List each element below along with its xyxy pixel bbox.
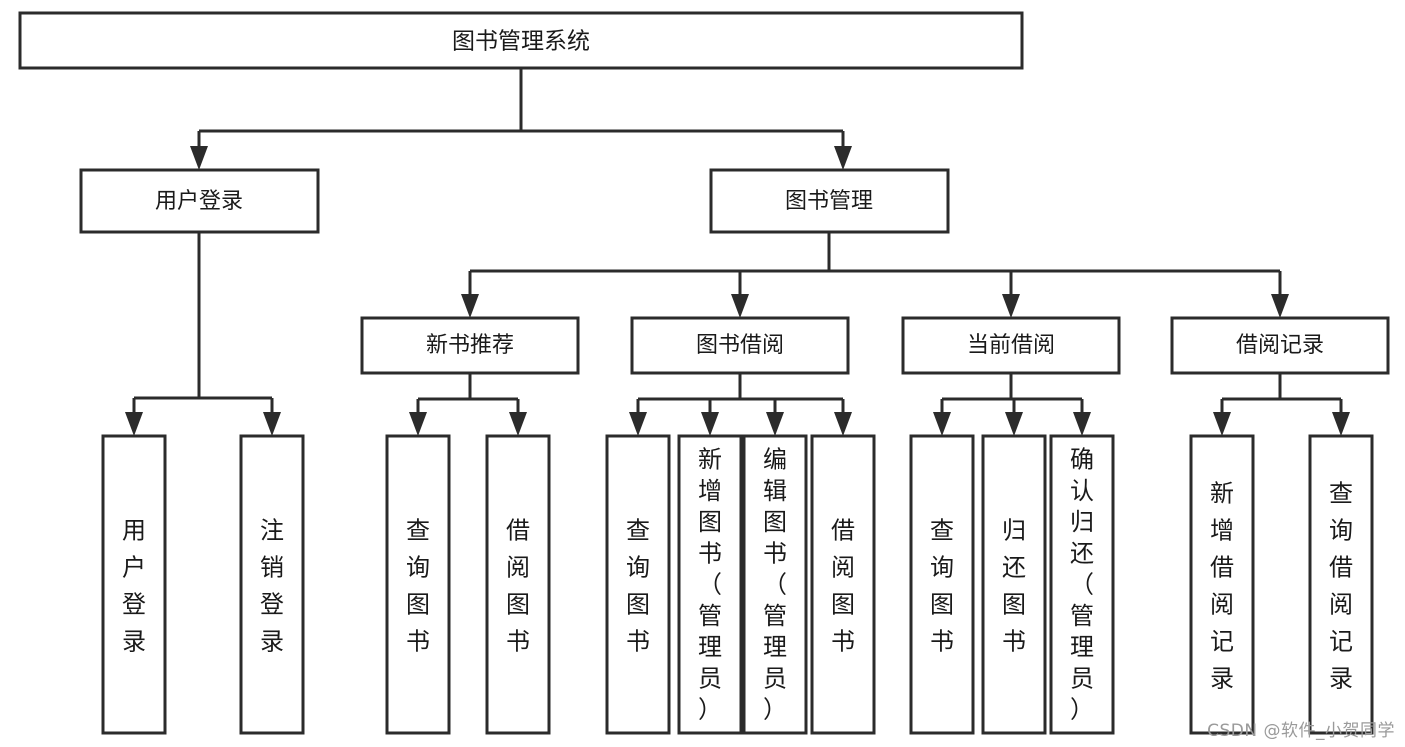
node-book-management-label: 图书管理 [785,189,873,214]
leaf-node[interactable] [239,434,305,735]
leaf-label: 查询图书 [626,517,650,656]
node-borrow-records-box[interactable] [1170,316,1390,375]
node-root[interactable]: 图书管理系统 [18,11,1024,70]
leaf-node[interactable] [1049,434,1115,735]
leaf-box[interactable] [981,434,1047,735]
leaf-node[interactable] [810,434,876,735]
csdn-watermark: CSDN @软件_小贺同学 [1207,721,1395,741]
node-new-book-recommend[interactable]: 新书推荐 [360,316,580,375]
leaf-label: 确认归还（管理员） [1070,446,1094,724]
arrowhead-icon [1213,412,1231,436]
leaf-label: 用户登录 [122,517,146,656]
leaf-node[interactable] [1189,434,1255,735]
arrowhead-icon [125,412,143,436]
leaf-node[interactable] [1308,434,1374,735]
node-book-borrow-box[interactable] [630,316,850,375]
arrowhead-icon [834,412,852,436]
arrowhead-icon [766,412,784,436]
arrowhead-icon [509,412,527,436]
leaf-node[interactable] [909,434,975,735]
leaf-box[interactable] [485,434,551,735]
leaf-labels-layer: 用户登录 注销登录 查询图书 借阅图书 查询图书 新增图书（管理员） 编辑图书（管理员） 借阅… [122,446,1353,724]
leaf-box[interactable] [605,434,671,735]
leaf-node[interactable] [385,434,451,735]
arrowhead-icon [461,294,479,318]
leaf-label: 归还图书 [1002,517,1026,656]
arrowhead-icon [1332,412,1350,436]
leaf-node[interactable] [677,434,743,735]
leaf-box[interactable] [385,434,451,735]
leaf-label: 借阅图书 [831,517,855,656]
arrowhead-icon [1073,412,1091,436]
leaf-node[interactable] [742,434,808,735]
arrowhead-icon [731,294,749,318]
arrowhead-icon [1005,412,1023,436]
arrowhead-icon [263,412,281,436]
leaf-label: 查询借阅记录 [1329,480,1353,693]
node-current-borrow-label: 当前借阅 [967,333,1055,358]
edge-records-to-leaves [1213,373,1350,436]
node-user-login-box[interactable] [79,168,320,234]
edge-current-to-leaves [933,373,1091,436]
node-book-management-box[interactable] [709,168,950,234]
node-root-box[interactable] [18,11,1024,70]
edge-userlogin-to-leaves [125,232,281,436]
arrowhead-icon [834,146,852,170]
leaf-node[interactable] [605,434,671,735]
leaf-box[interactable] [909,434,975,735]
leaf-box[interactable] [677,434,743,735]
node-new-book-recommend-label: 新书推荐 [426,333,514,358]
leaf-label: 借阅图书 [506,517,530,656]
leaf-box[interactable] [810,434,876,735]
arrowhead-icon [190,146,208,170]
leaf-node[interactable] [101,434,167,735]
edge-borrow-to-leaves [629,373,852,436]
leaf-box[interactable] [1189,434,1255,735]
leaf-label: 注销登录 [260,517,284,656]
leaf-node[interactable] [485,434,551,735]
leaf-label: 查询图书 [406,517,430,656]
node-user-login-label: 用户登录 [155,189,243,214]
leaf-box[interactable] [742,434,808,735]
arrowhead-icon [409,412,427,436]
leaf-node[interactable] [981,434,1047,735]
leaf-box[interactable] [1049,434,1115,735]
edge-newbook-to-leaves [409,373,527,436]
arrowhead-icon [1271,294,1289,318]
leaf-label: 查询图书 [930,517,954,656]
node-root-label: 图书管理系统 [452,29,590,55]
leaf-label: 新增图书（管理员） [698,446,722,724]
leaf-label: 新增借阅记录 [1210,480,1234,693]
leaf-box[interactable] [239,434,305,735]
node-book-borrow[interactable]: 图书借阅 [630,316,850,375]
node-borrow-records-label: 借阅记录 [1236,333,1324,358]
edge-bookmgmt-to-level2 [461,232,1289,318]
node-borrow-records[interactable]: 借阅记录 [1170,316,1390,375]
edge-root-to-level1 [190,68,852,170]
arrowhead-icon [1002,294,1020,318]
leaf-box[interactable] [1308,434,1374,735]
node-current-borrow-box[interactable] [901,316,1121,375]
arrowhead-icon [933,412,951,436]
arrowhead-icon [629,412,647,436]
arrowhead-icon [701,412,719,436]
connectors-layer [125,68,1350,436]
leaf-nodes-layer [101,434,1374,735]
node-current-borrow[interactable]: 当前借阅 [901,316,1121,375]
leaf-label: 编辑图书（管理员） [763,446,787,724]
node-book-borrow-label: 图书借阅 [696,333,784,358]
node-user-login[interactable]: 用户登录 [79,168,320,234]
node-new-book-recommend-box[interactable] [360,316,580,375]
leaf-box[interactable] [101,434,167,735]
node-book-management[interactable]: 图书管理 [709,168,950,234]
